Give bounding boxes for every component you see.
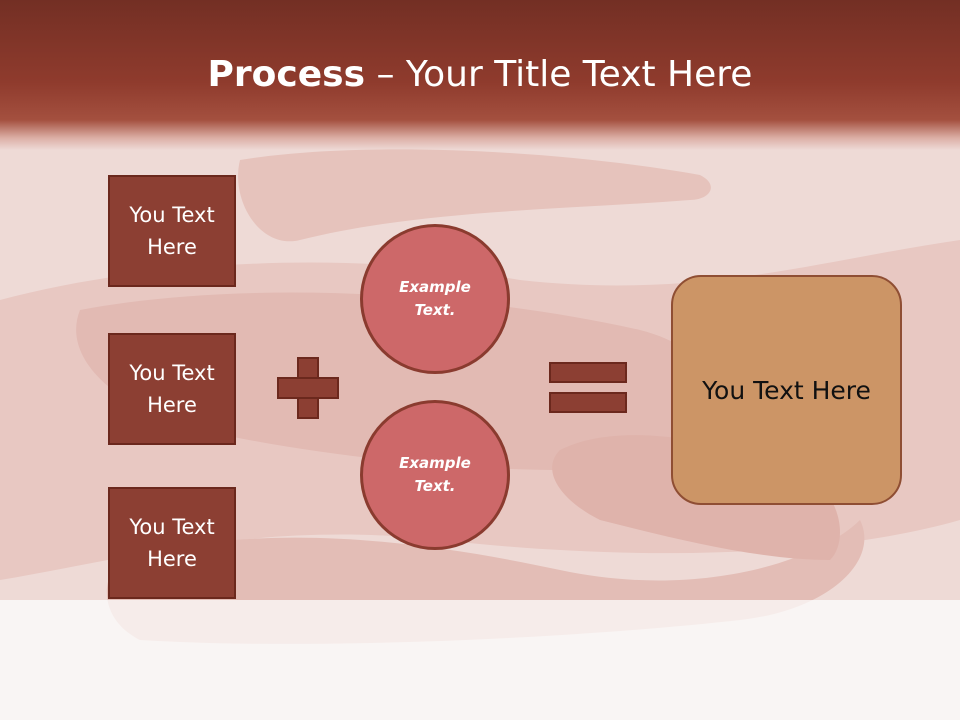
slide-title: Process – Your Title Text Here [0,52,960,98]
example-circle-1: Example Text. [360,224,510,374]
text-box-3: You Text Here [108,487,236,599]
text-box-1: You Text Here [108,175,236,287]
text-box-2: You Text Here [108,333,236,445]
plus-icon [277,357,339,419]
title-bold-word: Process [207,54,366,95]
example-circle-2: Example Text. [360,400,510,550]
title-text: – Your Title Text Here [365,54,753,95]
equals-icon [549,362,627,414]
title-bar [0,0,960,150]
result-box: You Text Here [671,275,902,505]
